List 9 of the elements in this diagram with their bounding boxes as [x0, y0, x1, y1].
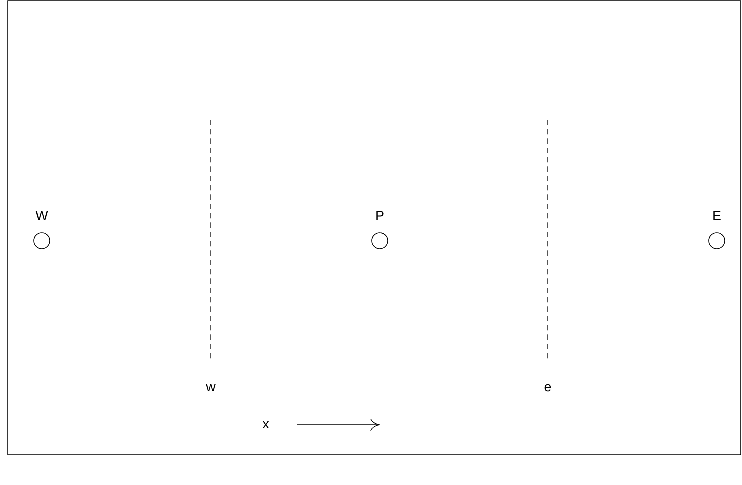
grid-node: W [34, 211, 50, 250]
face-label: e [544, 384, 552, 392]
face-label: x [262, 421, 270, 429]
node-label: P [376, 211, 384, 220]
grid-node: E [708, 211, 726, 250]
face-label: w [206, 384, 216, 392]
grid-node: P [372, 211, 388, 250]
node-label: E [714, 211, 721, 220]
node-label: W [36, 211, 48, 220]
